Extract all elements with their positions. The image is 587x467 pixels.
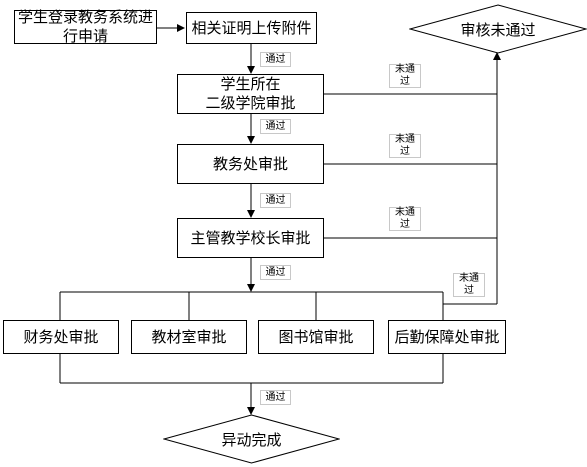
reject-diamond — [409, 4, 587, 54]
pass-label-5: 通过 — [260, 390, 291, 405]
fail-label-2: 未通 过 — [389, 134, 421, 158]
college-approval-box: 学生所在 二级学院审批 — [177, 74, 324, 114]
done-diamond — [163, 414, 340, 464]
fail-label-1: 未通 过 — [389, 64, 421, 88]
pass-label-2: 通过 — [260, 119, 291, 134]
finance-box: 财务处审批 — [3, 320, 119, 354]
upload-box: 相关证明上传附件 — [186, 12, 317, 44]
academic-affairs-box: 教务处审批 — [177, 144, 324, 184]
fail-label-4: 未通 过 — [453, 273, 485, 297]
start-box: 学生登录教务系统进 行申请 — [14, 8, 157, 45]
pass-label-1: 通过 — [260, 52, 291, 67]
done-text: 异动完成 — [221, 430, 282, 449]
textbook-box: 教材室审批 — [131, 320, 247, 354]
pass-label-4: 通过 — [260, 265, 291, 280]
reject-text: 审核未通过 — [460, 20, 536, 39]
fail-label-3: 未通 过 — [389, 207, 421, 231]
library-box: 图书馆审批 — [258, 320, 374, 354]
principal-approval-box: 主管教学校长审批 — [177, 218, 324, 258]
pass-label-3: 通过 — [260, 193, 291, 208]
logistics-box: 后勤保障处审批 — [388, 320, 506, 354]
